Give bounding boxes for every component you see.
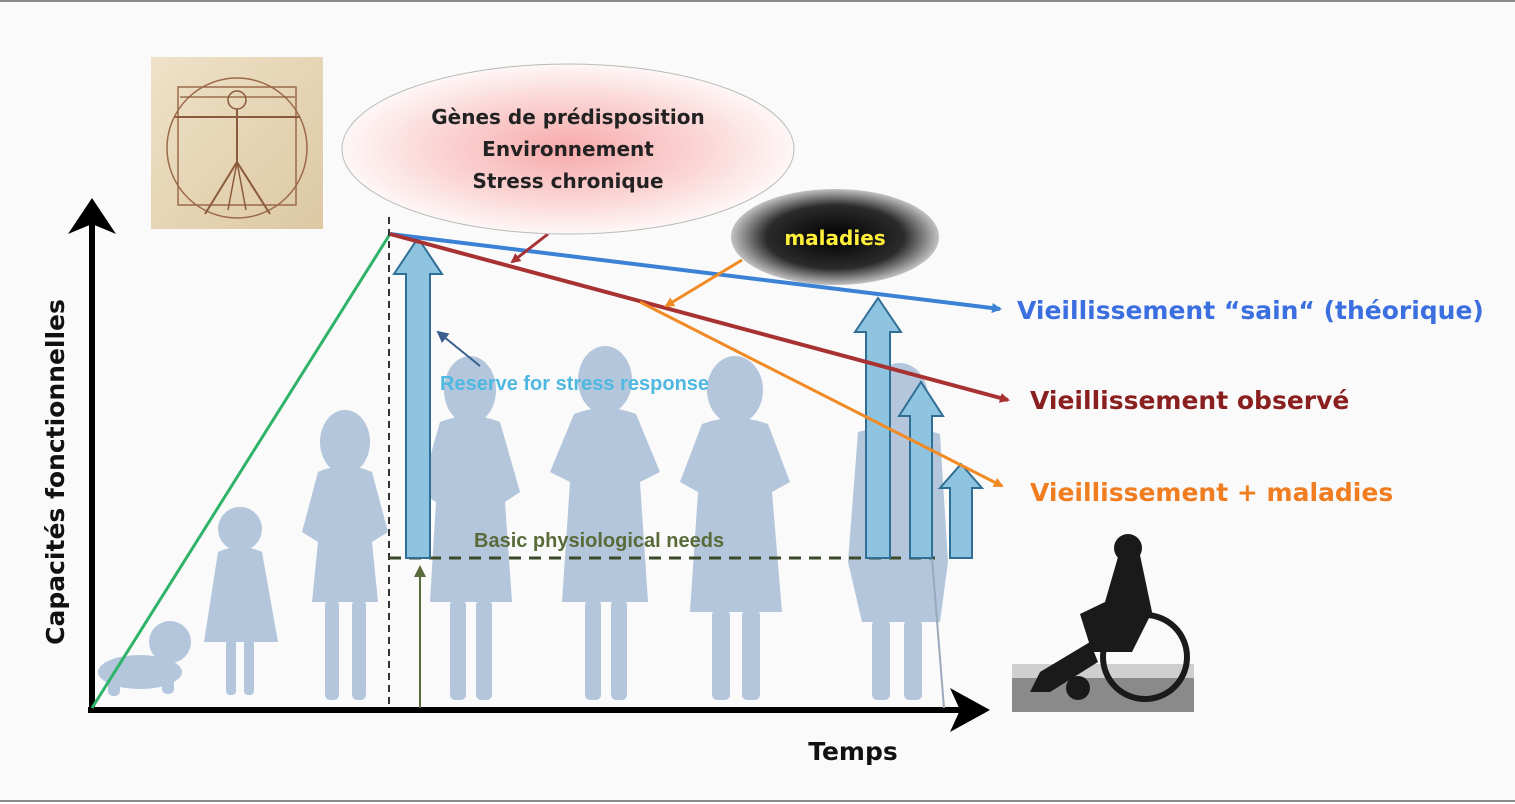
maladies-to-curve-arrow — [664, 258, 743, 308]
end-thin-line — [931, 557, 945, 709]
y-axis-title: Capacités fonctionnelles — [41, 299, 70, 645]
ellipse-line-1: Gènes de prédisposition — [431, 105, 705, 129]
vitruvian-man-image — [151, 57, 323, 229]
maladies-bubble: maladies — [731, 189, 939, 285]
x-axis-arrowhead — [950, 688, 990, 732]
x-axis-title: Temps — [808, 737, 898, 766]
growth-line — [90, 233, 392, 709]
ellipse-line-3: Stress chronique — [472, 169, 663, 193]
curve-disease-line — [639, 300, 1004, 488]
silhouette-woman-2 — [550, 346, 660, 700]
silhouette-baby — [98, 621, 191, 696]
reserve-arrow-old-3 — [937, 462, 985, 559]
reserve-arrow-peak — [392, 236, 444, 559]
ellipse-line-2: Environnement — [482, 137, 654, 161]
axes — [68, 198, 990, 732]
curve-healthy-line — [389, 232, 1002, 313]
reserve-label: Reserve for stress response — [440, 373, 709, 395]
curve-disease-label: Vieillissement + maladies — [1030, 478, 1393, 507]
silhouette-toddler — [204, 507, 278, 695]
maladies-label: maladies — [784, 226, 885, 250]
curve-observed-line — [389, 232, 1010, 403]
reserve-pointer-arrow — [436, 330, 481, 367]
causes-ellipse: Gènes de prédisposition Environnement St… — [341, 63, 795, 235]
ellipse-to-curve-arrow — [510, 232, 549, 264]
y-axis-arrowhead — [68, 198, 116, 234]
silhouette-young-woman — [302, 410, 388, 700]
curve-observed-label: Vieillissement observé — [1030, 386, 1349, 415]
curve-healthy-label: Vieillissement “sain“ (théorique) — [1017, 296, 1484, 325]
basic-needs-label: Basic physiological needs — [474, 530, 724, 552]
silhouette-woman-3 — [680, 356, 790, 700]
human-silhouettes — [98, 346, 948, 700]
reserve-arrow-old-2 — [897, 380, 945, 559]
wheelchair-user-image — [1012, 534, 1194, 712]
silhouette-woman-1 — [420, 356, 520, 700]
